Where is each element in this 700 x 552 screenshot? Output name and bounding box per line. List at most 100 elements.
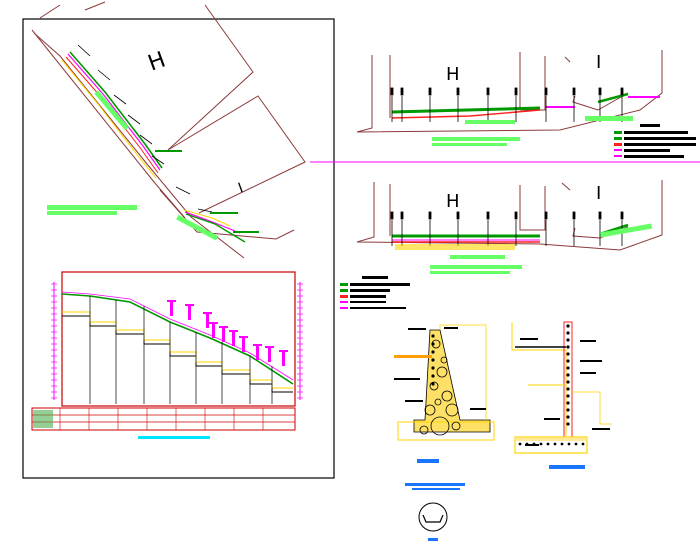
rebar-dot-footing (518, 442, 522, 446)
station-label-mark (456, 87, 460, 96)
legend-mid (340, 276, 410, 309)
masonry-stone (441, 390, 453, 402)
section-marker-cap (203, 312, 212, 314)
masonry-stone (440, 356, 448, 364)
rebar-dot (566, 373, 570, 377)
masonry-stone (434, 398, 442, 406)
station-label-mark (514, 211, 518, 220)
plan-mark-3 (233, 231, 259, 233)
rebar-dot-footing (581, 442, 585, 446)
section-marker-post (232, 330, 235, 346)
plan-mark-1 (155, 150, 182, 152)
plan-hatch-2 (176, 214, 219, 241)
section-marker-cap (209, 322, 218, 324)
rebar-dot (566, 338, 570, 342)
elev-mid-zone-h: H (446, 191, 460, 212)
anchor-dot (431, 342, 435, 346)
station-label-mark (620, 87, 624, 96)
rebar-dot (566, 415, 570, 419)
station-label-mark (390, 211, 394, 220)
section-marker-post (222, 326, 225, 342)
rebar-dot (566, 352, 570, 356)
rebar-dot (566, 359, 570, 363)
plan-zone-h: H (145, 47, 169, 76)
section-marker-post (170, 300, 173, 316)
section-marker-cap (167, 300, 176, 302)
legend-top (614, 124, 696, 158)
station-label-mark (544, 211, 548, 220)
masonry-stone (445, 403, 459, 417)
rebar-dot-footing (560, 442, 564, 446)
section-marker-post (188, 304, 191, 320)
plan-mark-2 (210, 212, 238, 214)
rebar-dot (566, 345, 570, 349)
station-label-mark (390, 87, 394, 96)
rebar-dot (566, 422, 570, 426)
elevation-mid: H I (356, 180, 663, 274)
cantilever-wall-section (511, 321, 612, 469)
section-marker-post (212, 322, 215, 338)
rebar-dot (566, 387, 570, 391)
plan-hatch-1 (94, 90, 129, 131)
site-plan-boundaries (31, 1, 306, 259)
rebar-dot (566, 324, 570, 328)
station-label-mark (572, 87, 576, 96)
elev-mid-zone-i: I (596, 183, 601, 204)
plan-zone-i: I (236, 180, 245, 196)
masonry-stone (436, 366, 448, 378)
elevation-top: H I (356, 50, 663, 146)
rebar-dot-footing (539, 442, 543, 446)
section-marker-post (256, 344, 259, 360)
anchor-dot (431, 374, 435, 378)
station-label-mark (428, 87, 432, 96)
section-marker-cap (253, 344, 262, 346)
elev-top-zone-i: I (596, 52, 601, 73)
section-marker-cap (229, 330, 238, 332)
rebar-dot (566, 401, 570, 405)
section-marker-post (206, 312, 209, 328)
anchor-dot (431, 366, 435, 370)
section-marker-post (268, 346, 271, 362)
anchor-dot (431, 350, 435, 354)
gravity-wall-section (394, 324, 495, 490)
long-section (31, 271, 303, 439)
station-label-mark (400, 211, 404, 220)
section-marker-cap (265, 346, 274, 348)
section-marker-post (242, 336, 245, 352)
masonry-stone (419, 425, 429, 435)
site-plan-stations (77, 44, 213, 213)
anchor-dot (431, 334, 435, 338)
anchor-dot (431, 358, 435, 362)
station-label-mark (428, 211, 432, 220)
section-marker-cap (185, 304, 194, 306)
rebar-dot (566, 331, 570, 335)
elev-top-zone-h: H (446, 64, 460, 85)
rebar-dot (566, 380, 570, 384)
rebar-dot (566, 394, 570, 398)
rebar-dot-footing (574, 442, 578, 446)
anchor-dot (431, 382, 435, 386)
station-label-mark (598, 87, 602, 96)
rebar-dot-footing (567, 442, 571, 446)
plan-title-bar-1 (47, 205, 137, 210)
section-marker-cap (239, 336, 248, 338)
station-label-mark (544, 87, 548, 96)
station-label-mark (486, 87, 490, 96)
rebar-dot-footing (546, 442, 550, 446)
sheet-frame-left (22, 18, 335, 479)
station-label-mark (400, 87, 404, 96)
station-label-mark (514, 87, 518, 96)
rebar-dot (566, 408, 570, 412)
station-label-mark (486, 211, 490, 220)
masonry-stone (429, 381, 439, 391)
station-label-mark (572, 211, 576, 220)
masonry-stone (451, 421, 461, 431)
section-marker-post (282, 350, 285, 366)
masonry-stone (424, 404, 436, 416)
section-marker-cap (279, 350, 288, 352)
masonry-stone (430, 416, 450, 436)
pipe-detail (418, 502, 448, 541)
rebar-dot-footing (553, 442, 557, 446)
